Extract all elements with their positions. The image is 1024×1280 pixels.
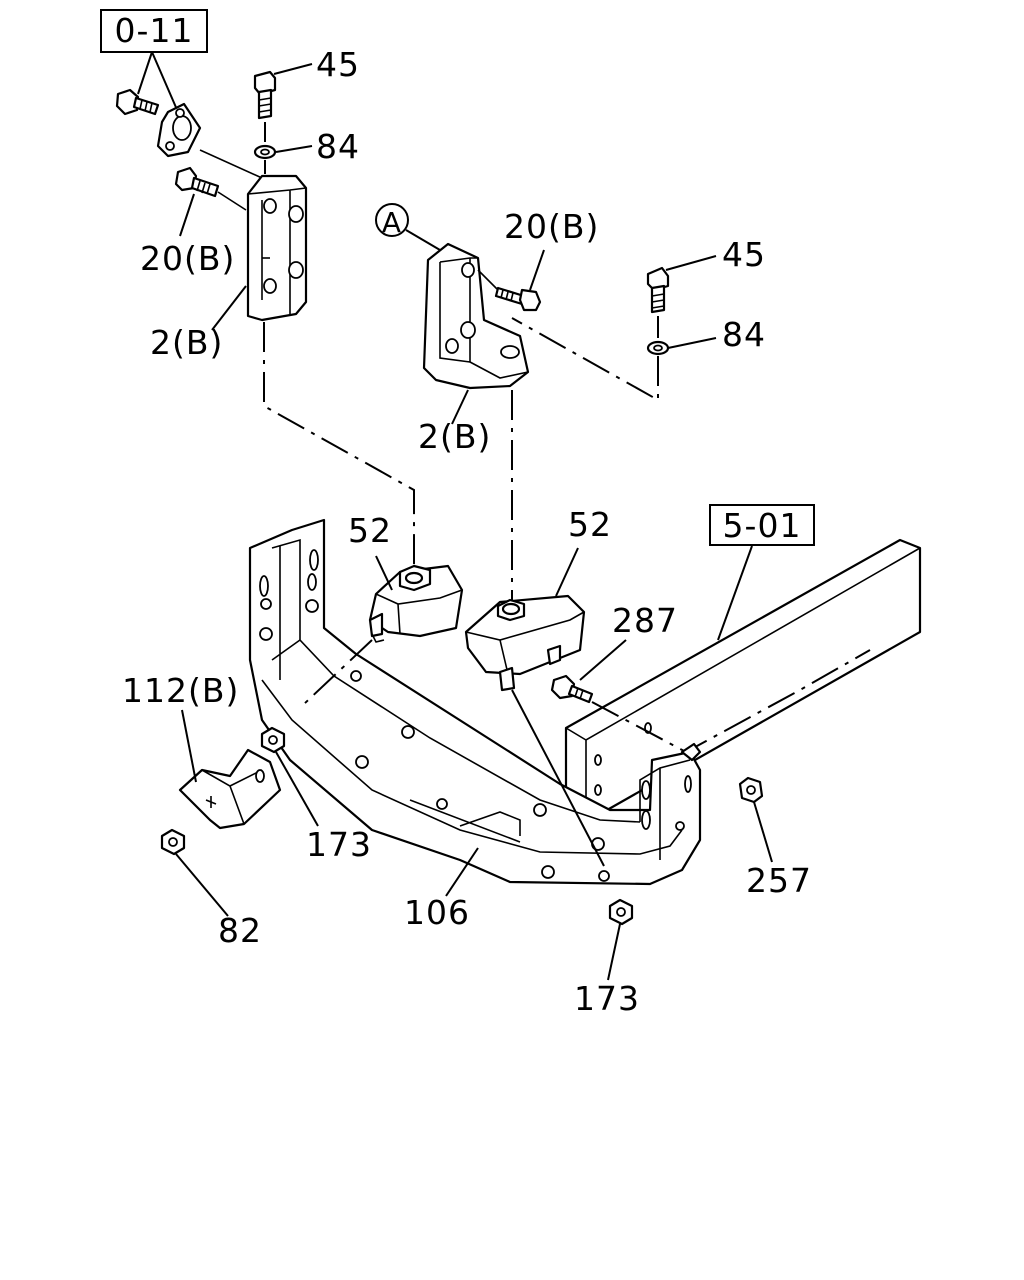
leader-287 [579, 639, 627, 681]
crossmember-106 [248, 518, 702, 886]
label-2b-right: 2(B) [418, 417, 491, 456]
mount-52-left [368, 564, 464, 643]
bolt-45-right [646, 266, 670, 314]
label-82: 82 [218, 911, 262, 950]
flange-bolt [115, 88, 160, 116]
flange-to-bracket-line [199, 149, 263, 179]
ref-box-0-11[interactable]: 0-11 [100, 9, 208, 53]
axis-left-mount-stud [303, 639, 373, 705]
leader-2b-right [451, 389, 469, 425]
leader-82 [175, 853, 229, 917]
flange-plate [156, 102, 202, 158]
ref-box-5-01-text: 5-01 [723, 506, 802, 545]
bolt20b-left-axis [217, 191, 247, 211]
leader-112b [181, 709, 197, 783]
label-287: 287 [612, 601, 678, 640]
axis-frame-bolt [591, 649, 871, 754]
label-2b-left: 2(B) [150, 323, 223, 362]
nut-173-left [260, 726, 286, 754]
nut-257 [738, 776, 764, 804]
axis-right-mount-stud [511, 689, 605, 867]
leader-257 [753, 801, 773, 863]
leader-20b-right [529, 249, 545, 291]
leader-view-a [405, 229, 441, 251]
label-84-right: 84 [722, 315, 766, 354]
nut-82 [160, 828, 186, 856]
label-20b-left: 20(B) [140, 239, 235, 278]
bolt-20b-left [174, 166, 220, 198]
washer-84-right [646, 340, 670, 356]
leader-0-11 [137, 51, 179, 113]
nut-173-bottom [608, 898, 634, 926]
label-84-top: 84 [316, 127, 360, 166]
ref-box-5-01[interactable]: 5-01 [709, 504, 815, 546]
leader-84-right [667, 337, 717, 349]
label-52-left: 52 [348, 511, 392, 550]
label-20b-right: 20(B) [504, 207, 599, 246]
axis-left-bracket-to-mount [263, 322, 415, 570]
bracket-2b-left [246, 174, 308, 322]
label-45-top: 45 [316, 45, 360, 84]
bolt-20b-right [494, 286, 542, 312]
label-173-left: 173 [306, 825, 372, 864]
axis-bolt45-right-to-bracket [511, 317, 659, 402]
bracket-2b-right [422, 242, 530, 390]
bolt-45-top [253, 70, 277, 120]
leader-52-left [375, 555, 393, 591]
ref-box-0-11-text: 0-11 [115, 11, 194, 50]
leader-173-bottom [607, 923, 621, 981]
leader-45-right [665, 255, 717, 271]
label-106: 106 [404, 893, 470, 932]
view-marker-a-text: A [382, 206, 402, 239]
frame-rail [564, 538, 922, 824]
bracket-112b [178, 748, 282, 830]
leader-20b-left [179, 193, 195, 237]
view-marker-a[interactable]: A [375, 203, 409, 239]
label-257: 257 [746, 861, 812, 900]
leader-52-right [555, 547, 579, 597]
label-45-right: 45 [722, 235, 766, 274]
washer-84-top [253, 144, 277, 160]
leader-173-left [275, 751, 319, 827]
leader-5-01 [717, 545, 753, 641]
leader-106 [445, 847, 479, 897]
leader-2b-left [211, 285, 247, 331]
label-112b: 112(B) [122, 671, 239, 710]
label-173-bottom: 173 [574, 979, 640, 1018]
label-52-right: 52 [568, 505, 612, 544]
mount-52-right [464, 594, 586, 692]
bolt20b-right-axis [477, 269, 499, 291]
leader-45-top [273, 63, 313, 75]
bolt-287 [550, 674, 594, 704]
leader-84-top [275, 145, 313, 153]
